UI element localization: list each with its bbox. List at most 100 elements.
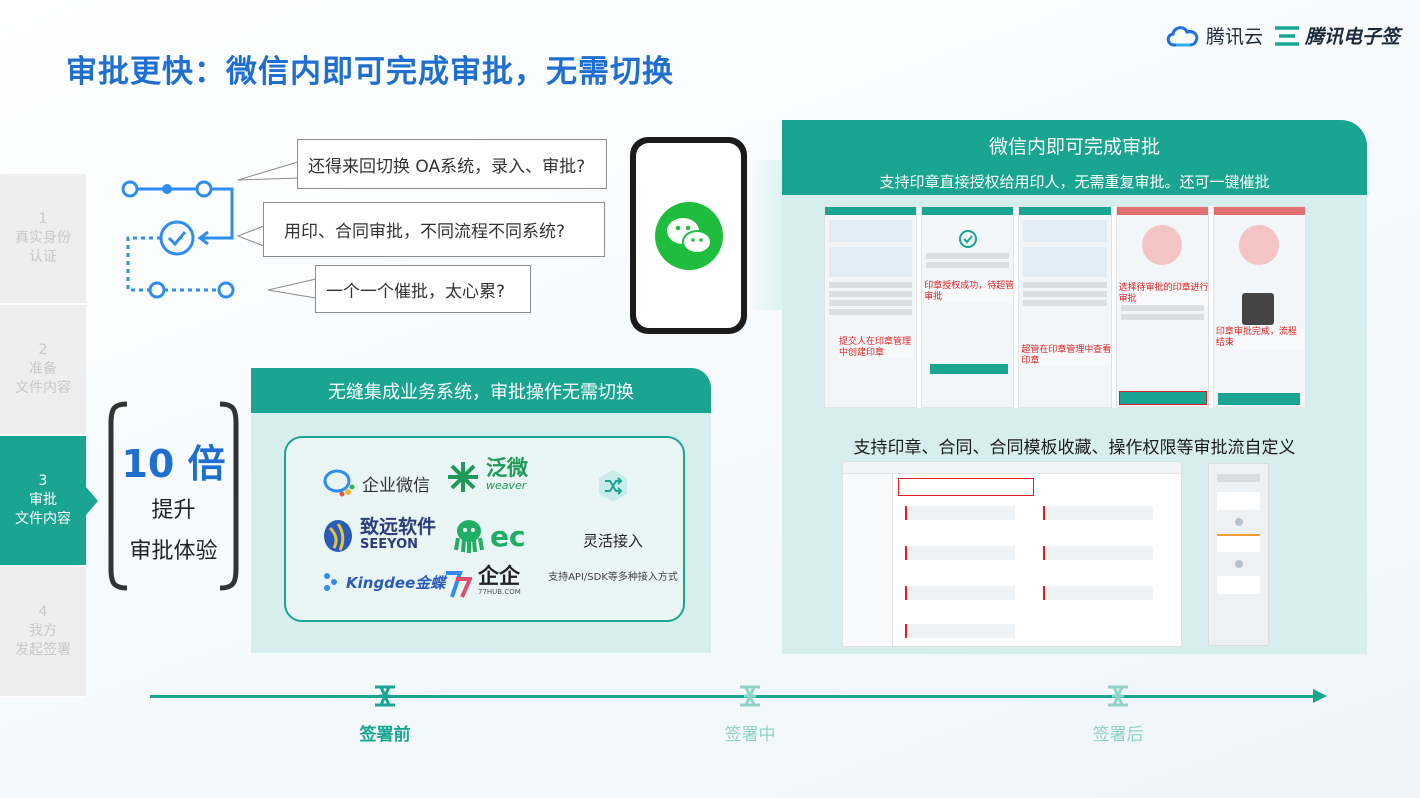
phone-glow bbox=[748, 160, 788, 310]
wechat-approval-subtitle: 支持印章直接授权给用印人，无需重复审批。还可一键催批 bbox=[879, 173, 1270, 191]
step-2[interactable]: 2 准备 文件内容 bbox=[0, 305, 86, 436]
integration-box: 企业微信 泛微 weaver 致远软件 SEEYON bbox=[284, 436, 685, 622]
timeline-line bbox=[150, 695, 1320, 698]
stage-before-label: 签署前 bbox=[359, 725, 411, 745]
workflow-icon bbox=[121, 180, 235, 299]
step-line1: 我方 bbox=[29, 623, 57, 639]
brand-weaver: 泛微 weaver bbox=[446, 456, 528, 494]
stage-icon bbox=[375, 685, 395, 707]
pain-bubble-3: 一个一个催批，太心累? bbox=[315, 265, 531, 313]
step-number: 1 bbox=[38, 211, 48, 227]
timeline-node-after: 签署后 bbox=[1068, 684, 1168, 745]
step-line2: 认证 bbox=[29, 249, 57, 265]
screen-1-note: 提交人在印章管理中创建印章 bbox=[839, 337, 913, 359]
wechat-approval-title: 微信内即可完成审批 bbox=[988, 136, 1160, 158]
tencent-esign-logo: 腾讯电子签 bbox=[1273, 22, 1400, 49]
brand-kingdee: Kingdee金蝶 bbox=[322, 570, 445, 594]
tencent-esign-text: 腾讯电子签 bbox=[1304, 26, 1400, 48]
mobile-screenshots: 提交人在印章管理中创建印章 印章授权成功，待超管审批 超管在印章管理中查看印章 … bbox=[824, 206, 1307, 408]
screen-5-note: 印章审批完成，流程结束 bbox=[1215, 327, 1304, 349]
mobile-screen-4: 选择待审批的印章进行审批 bbox=[1115, 206, 1209, 408]
screen-3-note: 超管在印章管理中查看印章 bbox=[1021, 345, 1111, 367]
custom-flow-caption: 支持印章、合同、合同模板收藏、操作权限等审批流自定义 bbox=[853, 438, 1296, 458]
boost-sub1: 提升 bbox=[151, 498, 196, 523]
integration-header: 无缝集成业务系统，审批操作无需切换 bbox=[251, 368, 711, 413]
step-number: 3 bbox=[38, 473, 48, 489]
step-number: 4 bbox=[38, 604, 48, 620]
brand-seeyon: 致远软件 SEEYON bbox=[322, 518, 436, 554]
77hub-en: 77HUB.COM bbox=[478, 588, 521, 596]
weaver-wordmark: 泛微 weaver bbox=[486, 456, 528, 494]
seeyon-icon bbox=[324, 520, 352, 552]
step-line2: 发起签署 bbox=[15, 642, 71, 658]
boost-sub2: 审批体验 bbox=[129, 539, 218, 564]
bubble-text: 一个一个催批，太心累? bbox=[326, 281, 506, 302]
bracket-shape bbox=[108, 401, 239, 591]
timeline-arrow bbox=[1313, 689, 1327, 703]
stage-during-label: 签署中 bbox=[724, 725, 776, 745]
77hub-cn: 企企 bbox=[478, 564, 520, 588]
tencent-cloud-logo: 腾讯云 bbox=[1164, 22, 1263, 49]
step-1[interactable]: 1 真实身份 认证 bbox=[0, 174, 86, 305]
stage-icon bbox=[740, 685, 760, 707]
pain-bubble-2: 用印、合同审批，不同流程不同系统? bbox=[263, 202, 605, 257]
stage-icon bbox=[1108, 685, 1128, 707]
cloud-icon bbox=[1166, 25, 1199, 46]
phone-mockup bbox=[630, 137, 747, 334]
step-line1: 真实身份 bbox=[15, 230, 71, 246]
brand-logos: 腾讯云 腾讯电子签 bbox=[1164, 22, 1400, 49]
kingdee-text: Kingdee金蝶 bbox=[346, 573, 446, 592]
step-line1: 审批 bbox=[29, 492, 57, 508]
brand-ec: ec bbox=[454, 518, 526, 554]
brand-wecom: 企业微信 bbox=[322, 468, 430, 498]
boost-value: 10 倍 bbox=[121, 442, 226, 486]
weaver-en: weaver bbox=[486, 479, 527, 492]
flex-access-title: 灵活接入 bbox=[582, 532, 643, 550]
approval-flow-screenshot bbox=[1208, 463, 1269, 646]
wecom-icon bbox=[323, 469, 355, 497]
timeline-node-during: 签署中 bbox=[700, 684, 800, 745]
step-nav: 1 真实身份 认证 2 准备 文件内容 3 审批 文件内容 4 我方 发起签署 bbox=[0, 174, 98, 698]
wechat-approval-panel: 微信内即可完成审批 支持印章直接授权给用印人，无需重复审批。还可一键催批 提交人… bbox=[782, 120, 1367, 654]
ec-text: ec bbox=[490, 519, 526, 553]
boost-callout: 10 倍 提升 审批体验 bbox=[105, 400, 242, 592]
shuffle-icon bbox=[599, 470, 627, 502]
ec-octopus-icon bbox=[454, 520, 484, 553]
wechat-icon bbox=[654, 201, 723, 270]
check-icon bbox=[958, 230, 977, 248]
step-3[interactable]: 3 审批 文件内容 bbox=[0, 436, 98, 567]
pain-bubble-1: 还得来回切换 OA系统，录入、审批? bbox=[297, 139, 607, 189]
screen-2-note: 印章授权成功，待超管审批 bbox=[924, 281, 1015, 303]
mobile-screen-5: 印章审批完成，流程结束 bbox=[1212, 206, 1307, 408]
step-line1: 准备 bbox=[29, 361, 57, 377]
page-title: 审批更快：微信内即可完成审批，无需切换 bbox=[66, 54, 674, 90]
seeyon-wordmark: 致远软件 SEEYON bbox=[360, 518, 436, 553]
flex-access: 灵活接入 支持API/SDK等多种接入方式 bbox=[548, 458, 678, 598]
web-approval-screenshot bbox=[842, 461, 1182, 647]
wecom-text: 企业微信 bbox=[362, 475, 430, 496]
77hub-icon bbox=[446, 571, 472, 598]
weaver-cn: 泛微 bbox=[486, 456, 528, 480]
kingdee-icon bbox=[324, 573, 337, 591]
step-line2: 文件内容 bbox=[15, 511, 71, 527]
screen-4-note: 选择待审批的印章进行审批 bbox=[1118, 283, 1208, 305]
mobile-screen-3: 超管在印章管理中查看印章 bbox=[1018, 206, 1112, 408]
stage-after-label: 签署后 bbox=[1092, 725, 1144, 745]
77hub-wordmark: 企企 77HUB.COM bbox=[478, 564, 521, 600]
step-line2: 文件内容 bbox=[15, 380, 71, 396]
weaver-icon bbox=[448, 462, 478, 492]
phone-screen bbox=[636, 143, 741, 328]
esign-icon bbox=[1274, 25, 1299, 46]
wechat-approval-header: 微信内即可完成审批 支持印章直接授权给用印人，无需重复审批。还可一键催批 bbox=[782, 120, 1367, 195]
integration-panel: 无缝集成业务系统，审批操作无需切换 企业微信 泛微 weaver bbox=[251, 368, 711, 653]
tencent-cloud-text: 腾讯云 bbox=[1205, 26, 1263, 48]
bubble-text: 用印、合同审批，不同流程不同系统? bbox=[284, 222, 566, 242]
bubble-tails bbox=[236, 161, 317, 299]
seeyon-en: SEEYON bbox=[360, 537, 419, 552]
timeline-node-before: 签署前 bbox=[335, 684, 435, 745]
step-4[interactable]: 4 我方 发起签署 bbox=[0, 567, 86, 698]
bubble-text: 还得来回切换 OA系统，录入、审批? bbox=[308, 156, 586, 177]
step-number: 2 bbox=[38, 342, 48, 358]
brand-77hub: 企企 77HUB.COM bbox=[444, 564, 521, 600]
